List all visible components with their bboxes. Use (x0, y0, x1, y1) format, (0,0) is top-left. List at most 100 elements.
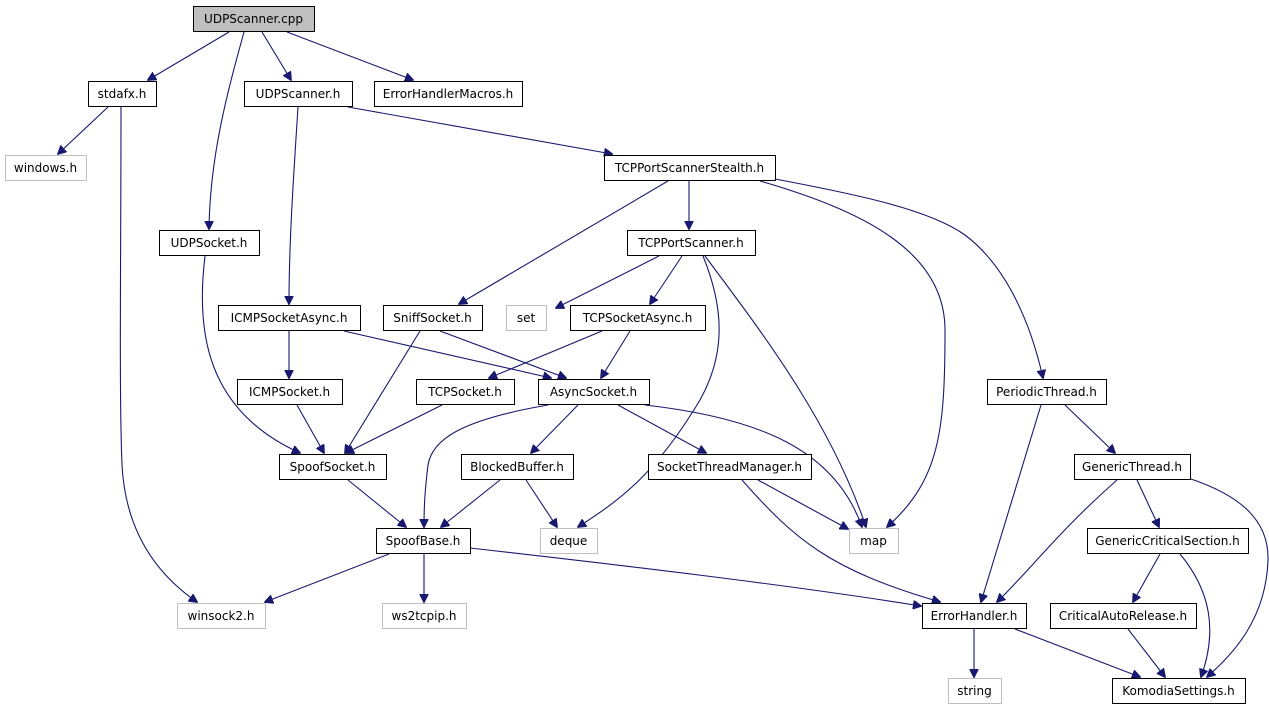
node-label: KomodiaSettings.h (1122, 684, 1235, 698)
node-box[interactable] (627, 230, 756, 256)
node-box[interactable] (244, 81, 353, 107)
edge-genericthread_h-to-komodiasettings_h (1187, 477, 1269, 677)
edge-tcpsocketasync_h-to-tcpsocket_h (489, 330, 603, 378)
edge-asyncsocket_h-to-socketthreadmanager_h (617, 404, 706, 453)
edge-tcpportscanner_h-to-set (556, 255, 660, 308)
node-ws2tcpip-h[interactable]: ws2tcpip.h (382, 603, 467, 629)
node-box[interactable] (1087, 528, 1249, 554)
node-udpscanner-cpp[interactable]: UDPScanner.cpp (193, 6, 315, 32)
node-label: winsock2.h (188, 609, 255, 623)
node-criticalautorelease-h[interactable]: CriticalAutoRelease.h (1050, 603, 1197, 629)
node-udpscanner-h[interactable]: UDPScanner.h (244, 81, 353, 107)
node-socketthreadmanager-h[interactable]: SocketThreadManager.h (648, 454, 812, 480)
edge-spoofbase_h-to-errorhandler_h (469, 547, 921, 606)
node-box[interactable] (5, 155, 87, 181)
edge-errorhandler_h-to-komodiasettings_h (1014, 628, 1140, 677)
node-label: SpoofSocket.h (290, 460, 376, 474)
node-label: ErrorHandler.h (931, 609, 1018, 623)
node-box[interactable] (159, 230, 260, 256)
node-label: ErrorHandlerMacros.h (383, 87, 514, 101)
node-label: windows.h (14, 161, 77, 175)
node-tcpportscanner-h[interactable]: TCPPortScanner.h (627, 230, 756, 256)
node-windows-h[interactable]: windows.h (5, 155, 87, 181)
node-box[interactable] (948, 678, 1002, 704)
edges-layer (58, 31, 1269, 677)
node-udpsocket-h[interactable]: UDPSocket.h (159, 230, 260, 256)
node-blockedbuffer-h[interactable]: BlockedBuffer.h (461, 454, 574, 480)
node-box[interactable] (604, 155, 776, 181)
node-box[interactable] (506, 305, 547, 331)
node-box[interactable] (376, 528, 471, 554)
node-errorhandler-h[interactable]: ErrorHandler.h (922, 603, 1027, 629)
node-deque[interactable]: deque (540, 528, 598, 554)
node-label: UDPScanner.cpp (204, 12, 303, 26)
node-box[interactable] (193, 6, 315, 32)
node-box[interactable] (218, 305, 361, 331)
node-set[interactable]: set (506, 305, 547, 331)
node-string[interactable]: string (948, 678, 1002, 704)
node-box[interactable] (416, 379, 515, 405)
node-box[interactable] (987, 379, 1107, 405)
node-periodicthread-h[interactable]: PeriodicThread.h (987, 379, 1107, 405)
node-label: stdafx.h (98, 87, 147, 101)
edge-tcpportscannerstealth_h-to-map (759, 180, 946, 527)
node-box[interactable] (382, 603, 467, 629)
node-label: ICMPSocketAsync.h (231, 311, 348, 325)
edge-asyncsocket_h-to-blockedbuffer_h (531, 404, 579, 453)
edge-genericthread_h-to-errorhandler_h (997, 479, 1118, 602)
node-box[interactable] (461, 454, 574, 480)
node-icmpsocket-h[interactable]: ICMPSocket.h (237, 379, 343, 405)
edge-asyncsocket_h-to-spoofbase_h (424, 404, 549, 527)
node-errorhandlermacros-h[interactable]: ErrorHandlerMacros.h (374, 81, 523, 107)
node-tcpsocket-h[interactable]: TCPSocket.h (416, 379, 515, 405)
node-box[interactable] (1050, 603, 1197, 629)
edge-genericcriticalsection_h-to-komodiasettings_h (1179, 553, 1211, 677)
node-box[interactable] (849, 528, 899, 554)
node-asyncsocket-h[interactable]: AsyncSocket.h (538, 379, 650, 405)
node-box[interactable] (538, 379, 650, 405)
edge-tcpportscannerstealth_h-to-periodicthread_h (774, 178, 1043, 378)
edge-genericcriticalsection_h-to-criticalautorelease_h (1133, 553, 1161, 602)
node-genericthread-h[interactable]: GenericThread.h (1074, 454, 1191, 480)
edge-socketthreadmanager_h-to-map (757, 479, 848, 529)
edge-sniffsocket_h-to-asyncsocket_h (439, 330, 566, 378)
node-map[interactable]: map (849, 528, 899, 554)
node-label: string (957, 684, 991, 698)
node-box[interactable] (177, 603, 266, 629)
node-box[interactable] (383, 305, 483, 331)
node-tcpportscannerstealth-h[interactable]: TCPPortScannerStealth.h (604, 155, 776, 181)
node-box[interactable] (88, 81, 157, 107)
node-box[interactable] (1112, 678, 1246, 704)
node-genericcriticalsection-h[interactable]: GenericCriticalSection.h (1087, 528, 1249, 554)
node-spoofsocket-h[interactable]: SpoofSocket.h (279, 454, 387, 480)
node-box[interactable] (570, 305, 706, 331)
node-sniffsocket-h[interactable]: SniffSocket.h (383, 305, 483, 331)
node-box[interactable] (648, 454, 812, 480)
edge-udpscanner_cpp-to-stdafx_h (148, 31, 230, 80)
edge-blockedbuffer_h-to-deque (525, 479, 557, 527)
node-stdafx-h[interactable]: stdafx.h (88, 81, 157, 107)
edge-icmpsocket_h-to-spoofsocket_h (296, 404, 324, 453)
node-komodiasettings-h[interactable]: KomodiaSettings.h (1112, 678, 1246, 704)
node-label: SniffSocket.h (393, 311, 471, 325)
node-label: SpoofBase.h (386, 534, 461, 548)
node-box[interactable] (1074, 454, 1191, 480)
node-label: UDPScanner.h (256, 87, 341, 101)
node-label: PeriodicThread.h (996, 385, 1097, 399)
edge-tcpportscanner_h-to-map (704, 255, 866, 527)
node-winsock2-h[interactable]: winsock2.h (177, 603, 266, 629)
node-label: AsyncSocket.h (550, 385, 637, 399)
node-box[interactable] (237, 379, 343, 405)
node-box[interactable] (540, 528, 598, 554)
edge-udpscanner_h-to-icmpsocketasync_h (289, 106, 299, 304)
edge-tcpsocketasync_h-to-asyncsocket_h (601, 330, 631, 378)
node-box[interactable] (922, 603, 1027, 629)
node-label: CriticalAutoRelease.h (1059, 609, 1187, 623)
node-spoofbase-h[interactable]: SpoofBase.h (376, 528, 471, 554)
node-box[interactable] (279, 454, 387, 480)
edge-stdafx_h-to-windows_h (58, 106, 109, 154)
node-icmpsocketasync-h[interactable]: ICMPSocketAsync.h (218, 305, 361, 331)
node-box[interactable] (374, 81, 523, 107)
node-tcpsocketasync-h[interactable]: TCPSocketAsync.h (570, 305, 706, 331)
